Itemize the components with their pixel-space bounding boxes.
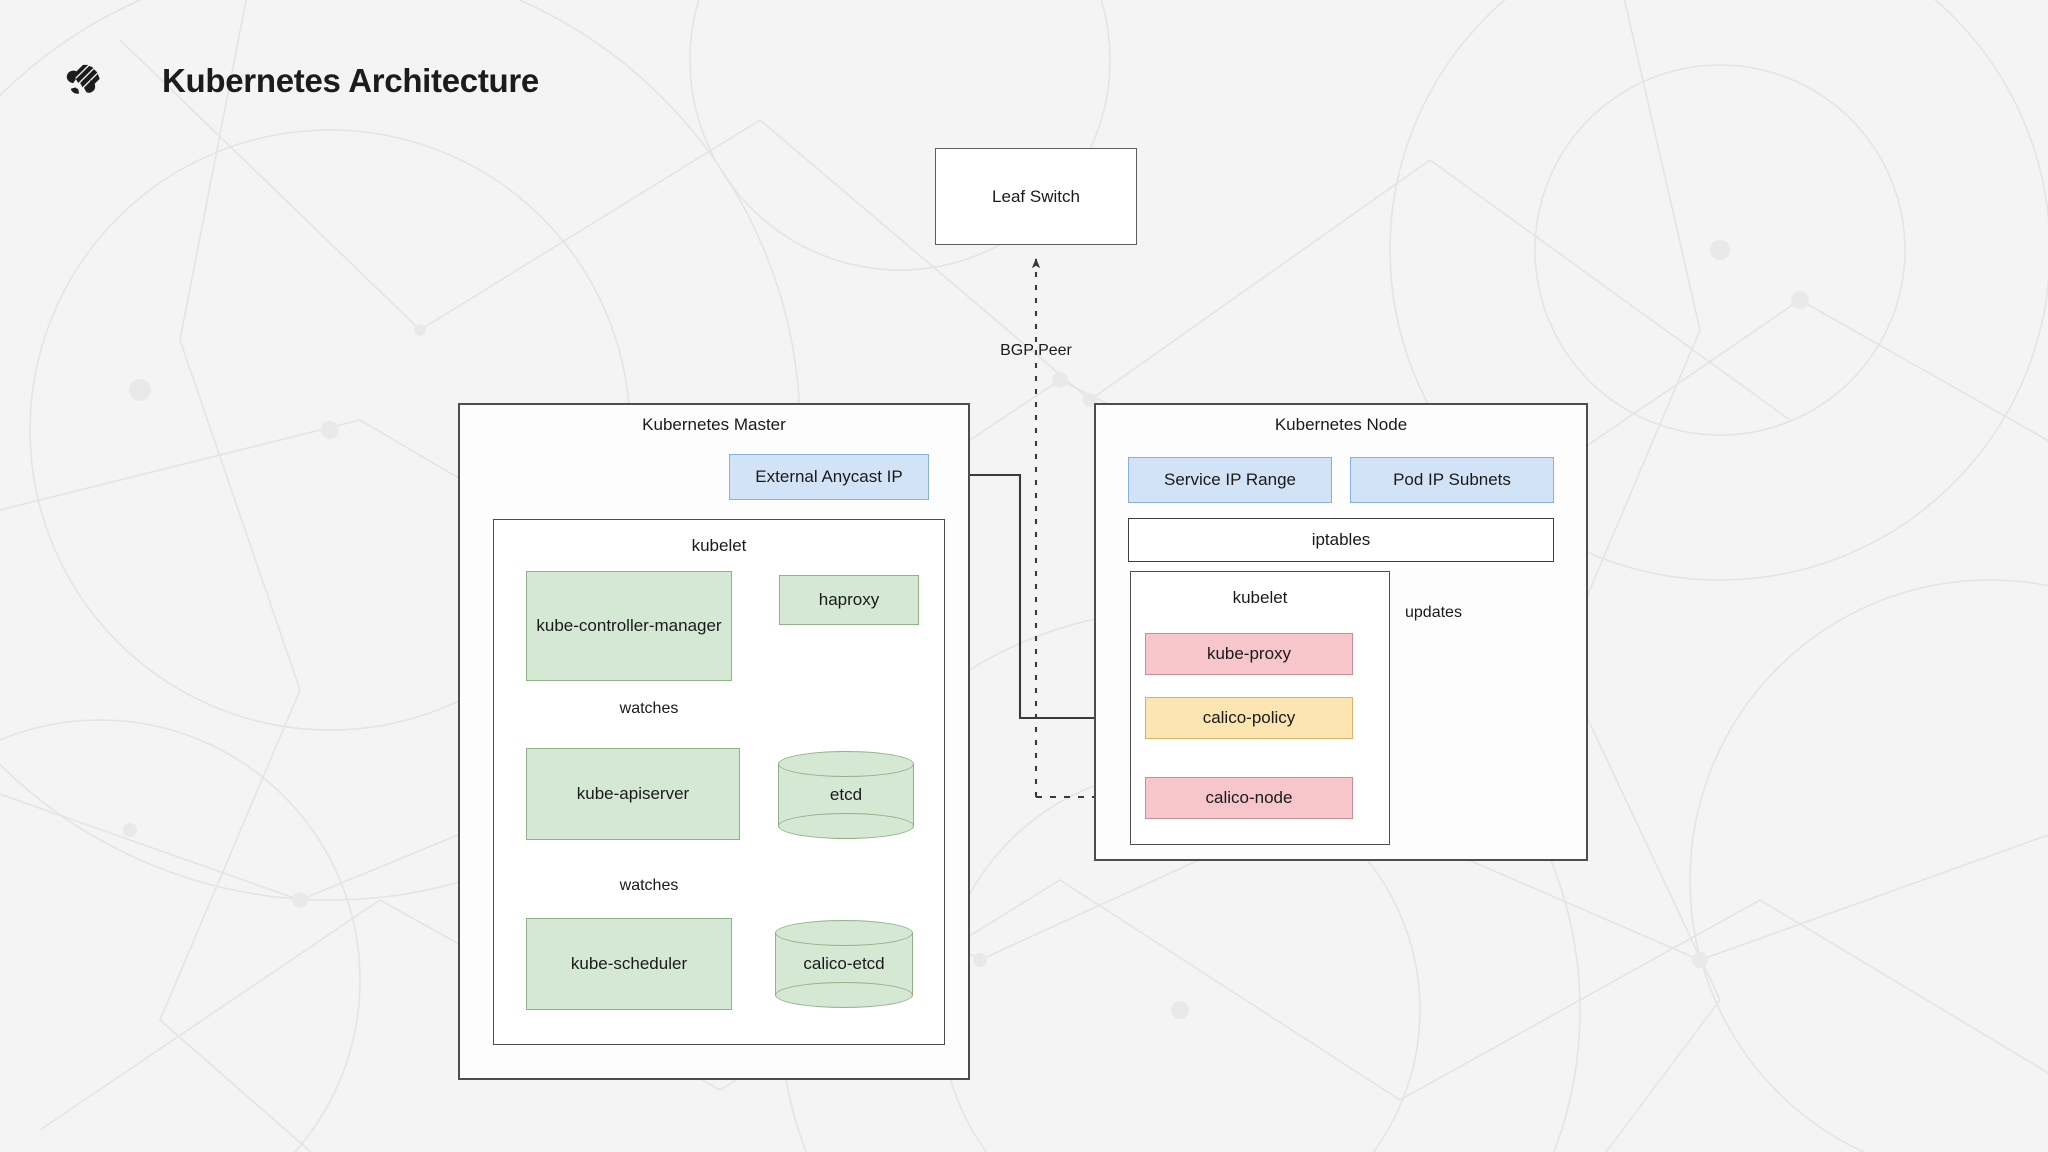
external-anycast-ip-label: External Anycast IP bbox=[755, 467, 903, 487]
clover-swirl-logo-icon bbox=[66, 64, 100, 94]
iptables-box[interactable]: iptables bbox=[1128, 518, 1554, 562]
page-header: Kubernetes Architecture bbox=[0, 0, 2048, 130]
calico-policy-box[interactable]: calico-policy bbox=[1145, 697, 1353, 739]
kubernetes-master-title: Kubernetes Master bbox=[642, 415, 786, 434]
kube-scheduler-box[interactable]: kube-scheduler bbox=[526, 918, 732, 1010]
calico-node-box[interactable]: calico-node bbox=[1145, 777, 1353, 819]
etcd-label: etcd bbox=[829, 785, 863, 804]
etcd-cylinder[interactable]: etcd bbox=[778, 751, 914, 839]
master-kubelet-title: kubelet bbox=[691, 536, 747, 555]
watches-label-bottom: watches bbox=[619, 877, 679, 894]
pod-ip-subnets-box[interactable]: Pod IP Subnets bbox=[1350, 457, 1554, 503]
calico-etcd-cylinder[interactable]: calico-etcd bbox=[775, 920, 913, 1008]
haproxy-box[interactable]: haproxy bbox=[779, 575, 919, 625]
page-title: Kubernetes Architecture bbox=[162, 62, 539, 99]
kube-scheduler-label: kube-scheduler bbox=[570, 954, 688, 974]
calico-etcd-label: calico-etcd bbox=[803, 954, 885, 973]
service-ip-range-box[interactable]: Service IP Range bbox=[1128, 457, 1332, 503]
kube-controller-manager-box[interactable]: kube-controller-manager bbox=[526, 571, 732, 681]
kubernetes-node-title: Kubernetes Node bbox=[1274, 415, 1408, 434]
kube-proxy-label: kube-proxy bbox=[1206, 644, 1292, 664]
service-ip-range-label: Service IP Range bbox=[1164, 470, 1296, 490]
bgp-peer-label: BGP Peer bbox=[1000, 342, 1072, 359]
calico-node-label: calico-node bbox=[1205, 788, 1293, 808]
iptables-label: iptables bbox=[1311, 530, 1371, 550]
haproxy-label: haproxy bbox=[818, 590, 880, 610]
watches-label-top: watches bbox=[619, 700, 679, 717]
updates-label: updates bbox=[1405, 604, 1462, 621]
leaf-switch-label: Leaf Switch bbox=[992, 186, 1080, 206]
kube-apiserver-label: kube-apiserver bbox=[576, 784, 690, 804]
node-kubelet-title: kubelet bbox=[1232, 588, 1288, 607]
kube-proxy-box[interactable]: kube-proxy bbox=[1145, 633, 1353, 675]
kube-apiserver-box[interactable]: kube-apiserver bbox=[526, 748, 740, 840]
calico-policy-label: calico-policy bbox=[1202, 708, 1296, 728]
pod-ip-subnets-label: Pod IP Subnets bbox=[1393, 470, 1511, 490]
kube-controller-manager-label: kube-controller-manager bbox=[536, 616, 722, 636]
leaf-switch-box[interactable]: Leaf Switch bbox=[935, 148, 1137, 245]
external-anycast-ip-box[interactable]: External Anycast IP bbox=[729, 454, 929, 500]
